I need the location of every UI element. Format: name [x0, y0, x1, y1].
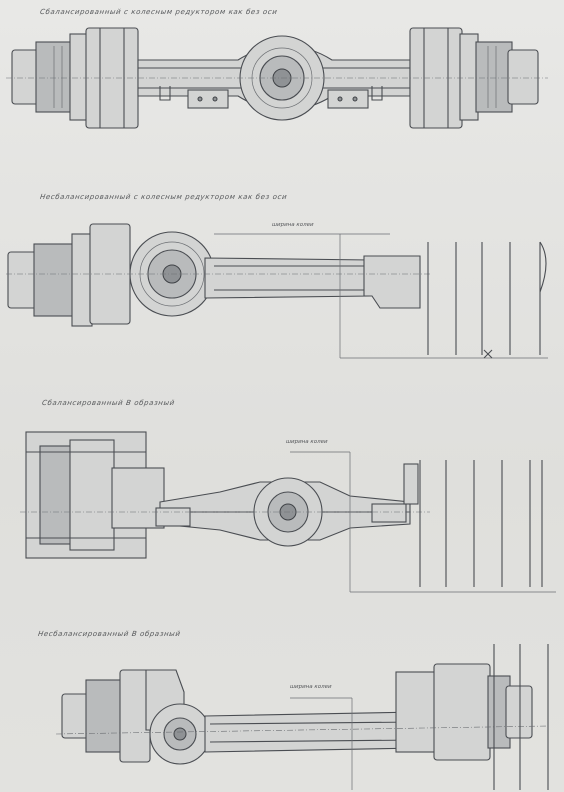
- track-width-label-fig2: ширина колеи: [272, 222, 314, 228]
- hub-reducer: [33, 243, 75, 317]
- caption-fig4: Несбалансированный В образный: [37, 630, 182, 638]
- spring-pad-right: [371, 503, 407, 523]
- right-brake-drum: [433, 663, 491, 761]
- spring-seat: [363, 255, 421, 309]
- axle-figure-4: [55, 644, 549, 790]
- wheel-outline-right: [403, 460, 543, 587]
- left-wheel-flange: [69, 33, 89, 121]
- wheel-outline-right: [427, 241, 547, 359]
- knuckle: [111, 467, 165, 529]
- spring-pad-left: [187, 89, 229, 109]
- spring-pad-left: [155, 507, 191, 527]
- right-hub-drum: [505, 685, 533, 739]
- axle-figure-1: [6, 27, 548, 129]
- track-width-label-fig3: ширина колеи: [286, 439, 328, 445]
- track-width-label-fig4: ширина колеи: [290, 684, 332, 690]
- wheel-flange: [71, 233, 93, 327]
- caption-fig3: Сбалансированный В образный: [41, 399, 176, 407]
- right-wheel-flange: [459, 33, 479, 121]
- wheel-outline-right: [493, 644, 549, 790]
- axle-figure-3: [20, 431, 556, 593]
- wheel-flange: [69, 439, 115, 551]
- spring-pad-right: [327, 89, 369, 109]
- axle-arm: [204, 711, 421, 753]
- hub-reducer: [85, 679, 123, 753]
- right-hub-reducer: [475, 41, 513, 113]
- right-knuckle: [395, 671, 437, 753]
- right-hub-drum: [507, 49, 539, 105]
- axle-arm: [204, 257, 371, 299]
- hub-reducer: [39, 445, 73, 545]
- axle-figure-2: [6, 223, 548, 359]
